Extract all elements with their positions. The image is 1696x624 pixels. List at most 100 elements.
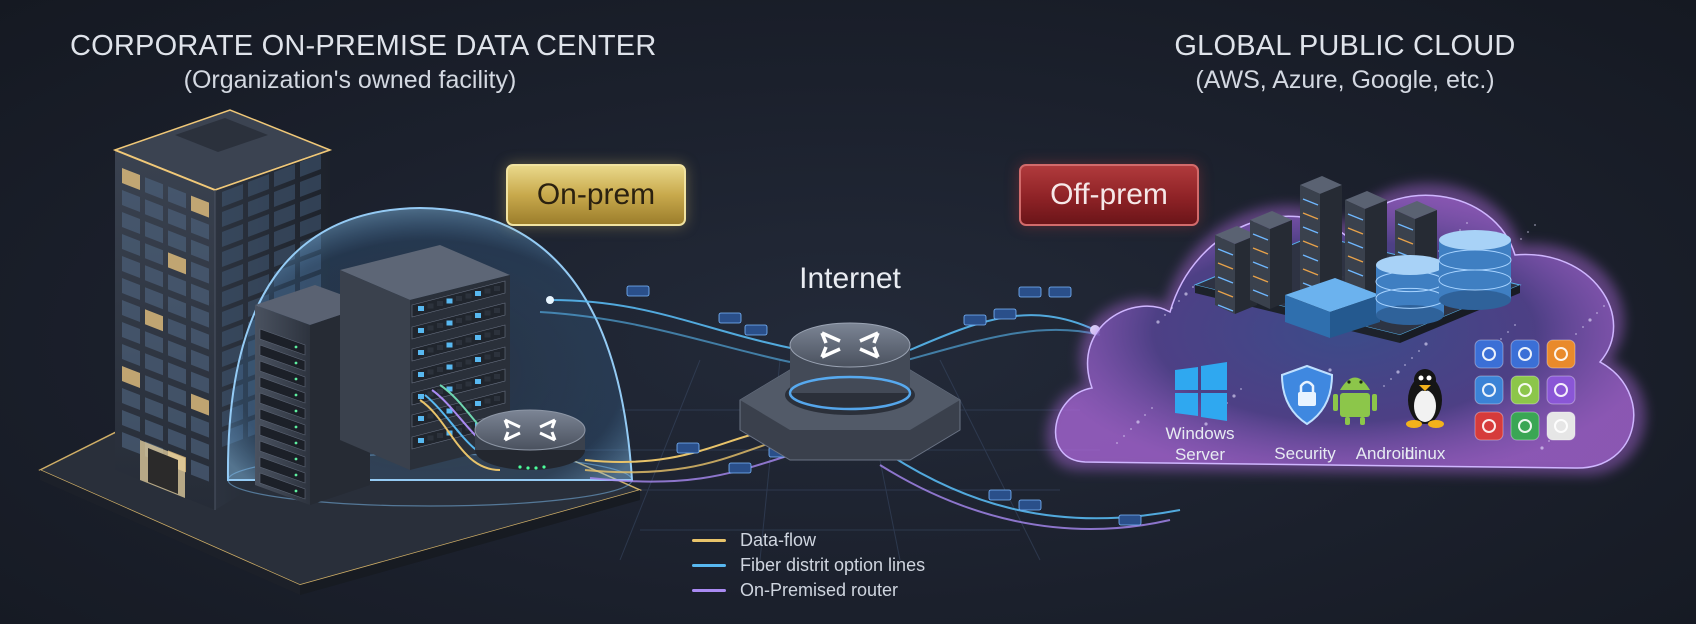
switch-port (428, 326, 434, 331)
switch-port (466, 382, 472, 387)
cloud-star (1130, 428, 1132, 430)
cloud-star (1596, 312, 1598, 314)
legend-label-router: On-Premised router (740, 580, 898, 601)
switch-port (418, 328, 424, 333)
cloud-star (1404, 364, 1406, 366)
cloud-star (1588, 318, 1591, 321)
switch-port (428, 348, 434, 353)
right-header-title: GLOBAL PUBLIC CLOUD (1130, 30, 1560, 63)
cloud-star (1540, 446, 1543, 449)
data-packet (729, 463, 751, 473)
switch-port (428, 436, 434, 441)
switch-port (466, 360, 472, 365)
switch-port (485, 311, 491, 316)
switch-port (456, 340, 462, 345)
cloud-star (1116, 442, 1118, 444)
app-tile-icon (1511, 340, 1539, 368)
rack-led (295, 410, 298, 413)
switch-port (456, 406, 462, 411)
switch-port (475, 313, 481, 318)
app-tile-icon (1547, 340, 1575, 368)
switch-port (418, 416, 424, 421)
switch-port (485, 399, 491, 404)
cloud-star (1459, 229, 1461, 231)
app-tile-icon (1511, 376, 1539, 404)
cloud-star (1171, 307, 1173, 309)
app-tile-icon (1475, 412, 1503, 440)
cloud-star (1192, 286, 1194, 288)
data-packet (1019, 287, 1041, 297)
switch-port (447, 299, 453, 304)
cloud-star (1514, 324, 1516, 326)
switch-port (485, 377, 491, 382)
rack-led (295, 378, 298, 381)
legend-item-fiber: Fiber distrit option lines (692, 555, 925, 576)
app-tile-icon (1547, 376, 1575, 404)
cloud-star (1136, 420, 1139, 423)
switch-port (447, 365, 453, 370)
cloud-star (1534, 224, 1536, 226)
cloud-star (1527, 231, 1529, 233)
switch-port (428, 370, 434, 375)
right-header-subtitle: (AWS, Azure, Google, etc.) (1130, 66, 1560, 95)
cloud-star (1466, 222, 1468, 224)
switch-port (485, 355, 491, 360)
switch-port (494, 352, 500, 357)
rack-led (295, 426, 298, 429)
switch-port (494, 286, 500, 291)
switch-port (494, 374, 500, 379)
switch-port (494, 330, 500, 335)
data-packet (1049, 287, 1071, 297)
switch-port (447, 321, 453, 326)
cloud-star (1232, 394, 1235, 397)
windows-label-line1: Windows (1150, 423, 1250, 444)
switch-port (418, 394, 424, 399)
cloud-star (1603, 305, 1605, 307)
switch-port (428, 414, 434, 419)
data-packet (1019, 500, 1041, 510)
switch-port (418, 372, 424, 377)
left-header-subtitle: (Organization's owned facility) (70, 66, 630, 95)
rack-led (295, 346, 298, 349)
cloud-star (1575, 333, 1577, 335)
db-top (1439, 230, 1511, 250)
switch-port (437, 367, 443, 372)
legend-label-fiber: Fiber distrit option lines (740, 555, 925, 576)
switch-port (447, 343, 453, 348)
windows-label-line2: Server (1150, 444, 1250, 465)
switch-port (466, 316, 472, 321)
cloud-app-icon-grid (1475, 340, 1575, 440)
data-packet (994, 309, 1016, 319)
dome-port-node (546, 296, 554, 304)
cloud-star (1164, 314, 1166, 316)
cloud-star (1411, 357, 1413, 359)
cloud-star (1500, 338, 1502, 340)
cloud-star (1582, 326, 1584, 328)
cloud-star (1396, 370, 1399, 373)
switch-port (485, 333, 491, 338)
cloud-star (1390, 378, 1392, 380)
legend-label-data-flow: Data-flow (740, 530, 816, 551)
switch-port (437, 345, 443, 350)
app-tile-icon (1475, 340, 1503, 368)
cloud-star (1184, 292, 1187, 295)
rack-led (295, 474, 298, 477)
cloud-star (1123, 435, 1125, 437)
app-tile-icon (1475, 376, 1503, 404)
app-tile-icon (1547, 412, 1575, 440)
legend-swatch-data-flow (692, 539, 726, 542)
cloud-star (1383, 385, 1385, 387)
cloud-star (1156, 320, 1159, 323)
switch-port (418, 350, 424, 355)
data-packet (989, 490, 1011, 500)
cloud-star (1418, 350, 1420, 352)
switch-port (485, 289, 491, 294)
windows-server-label: Windows Server (1150, 423, 1250, 465)
switch-port (466, 294, 472, 299)
rack-led (295, 458, 298, 461)
db-bottom (1439, 290, 1511, 310)
cloud-star (1520, 238, 1522, 240)
switch-port (456, 362, 462, 367)
cloud-star (1151, 407, 1153, 409)
left-header-title: CORPORATE ON-PREMISE DATA CENTER (70, 30, 630, 63)
